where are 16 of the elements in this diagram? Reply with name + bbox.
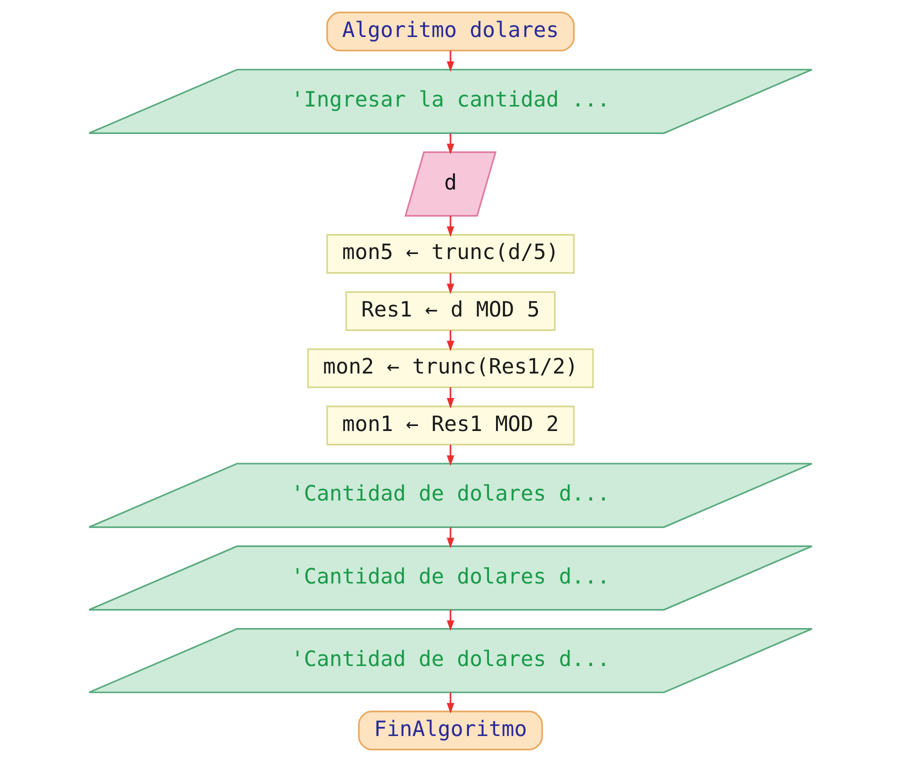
arrow (446, 387, 454, 409)
arrow (446, 330, 454, 352)
node-box: mon1 ← Res1 MOD 2 (326, 406, 575, 446)
arrow (446, 444, 454, 466)
node-box: FinAlgoritmo (358, 710, 543, 750)
arrow (446, 692, 454, 714)
node-box: Res1 ← d MOD 5 (345, 291, 556, 331)
node-box: mon2 ← trunc(Res1/2) (307, 348, 594, 388)
arrow (446, 527, 454, 548)
arrow (446, 216, 454, 238)
arrow (446, 133, 454, 154)
node-box: mon5 ← trunc(d/5) (326, 234, 575, 274)
arrow (446, 50, 454, 72)
node-box: Algoritmo dolares (326, 12, 575, 52)
arrow (446, 273, 454, 294)
arrow (446, 610, 454, 632)
